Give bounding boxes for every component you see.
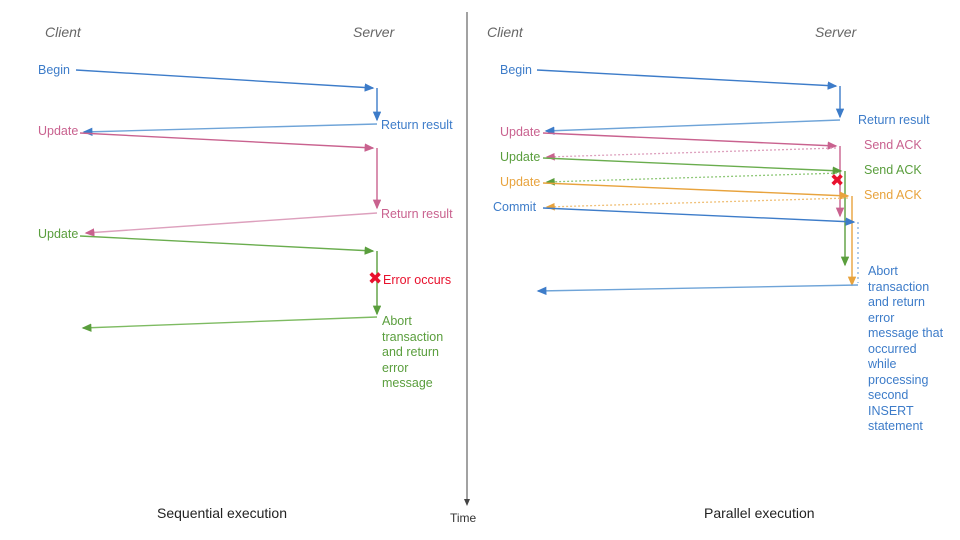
arrow-abort-return-parallel <box>536 284 859 296</box>
arrow-update-2-parallel <box>542 157 843 175</box>
left-label-update-1: Update <box>38 124 79 138</box>
arrow-return-result-parallel <box>544 119 841 135</box>
right-panel-caption: Parallel execution <box>704 505 815 521</box>
left-label-update-2: Update <box>38 227 79 241</box>
arrow-update-1 <box>79 132 375 152</box>
left-label-abort-message: Abort transaction and return error messa… <box>382 314 444 390</box>
right-panel-arrows <box>536 69 859 296</box>
right-actor-client: Client <box>487 24 523 40</box>
left-actor-client: Client <box>45 24 81 40</box>
arrow-update-3-parallel <box>542 182 850 200</box>
right-label-abort-message: Abort transaction and return error messa… <box>868 264 944 433</box>
arrow-ack-1 <box>545 147 837 161</box>
right-label-update-3: Update <box>500 175 541 189</box>
right-label-update-2: Update <box>500 150 541 164</box>
arrow-update-1-parallel <box>542 132 838 150</box>
arrow-update-2 <box>79 235 375 255</box>
left-panel-caption: Sequential execution <box>157 505 287 521</box>
left-label-begin: Begin <box>38 63 70 77</box>
error-x-icon: ✖ <box>368 269 383 288</box>
arrow-abort-return <box>81 316 378 332</box>
arrow-begin <box>75 69 375 92</box>
time-axis-label: Time <box>450 511 477 525</box>
right-label-commit: Commit <box>493 200 537 214</box>
arrow-return-result-2 <box>84 212 378 237</box>
right-label-update-1: Update <box>500 125 541 139</box>
left-label-return-result-2: Return result <box>381 207 453 221</box>
arrow-ack-2 <box>545 172 842 186</box>
left-label-return-result-1: Return result <box>381 118 453 132</box>
right-actor-server: Server <box>815 24 857 40</box>
right-label-return-result: Return result <box>858 113 930 127</box>
arrow-begin-parallel <box>536 69 838 90</box>
error-x-icon-parallel: ✖ <box>830 171 845 190</box>
left-label-error-occurs: Error occurs <box>383 273 452 287</box>
arrow-return-result-1 <box>82 123 378 136</box>
arrow-ack-3 <box>545 197 849 211</box>
right-label-send-ack-2: Send ACK <box>864 163 922 177</box>
right-label-send-ack-3: Send ACK <box>864 188 922 202</box>
left-actor-server: Server <box>353 24 395 40</box>
arrow-commit <box>542 207 856 226</box>
right-label-send-ack-1: Send ACK <box>864 138 922 152</box>
left-panel-arrows <box>75 69 382 332</box>
right-label-begin: Begin <box>500 63 532 77</box>
